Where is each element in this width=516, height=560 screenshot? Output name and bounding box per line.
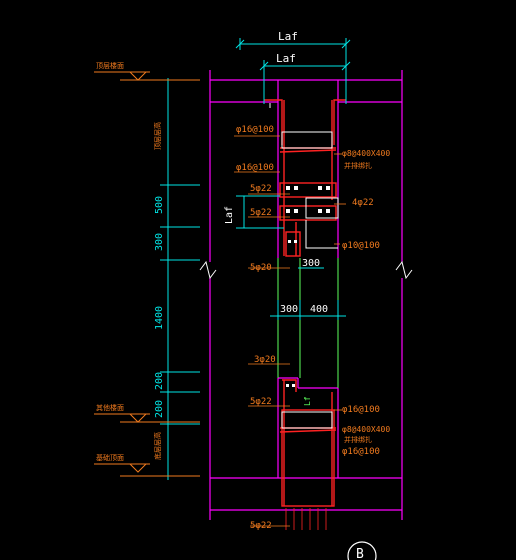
- level-low-tri: [129, 463, 147, 473]
- white-line-mid: [305, 220, 338, 249]
- dim-tick-1: [235, 39, 245, 49]
- rebar-dot: [286, 384, 289, 387]
- dim-tick-4: [341, 61, 351, 71]
- rebar-small-block: [285, 231, 301, 257]
- rebar-dots: [286, 186, 330, 387]
- dim-w300: 300: [280, 304, 298, 315]
- rebar-top-hook-r: [333, 99, 346, 145]
- rebar-dot: [294, 240, 297, 243]
- rebar-note-4: 并排绑扎: [344, 161, 372, 170]
- lf-lower-label: Lf: [303, 396, 312, 406]
- dim-tick-2: [341, 39, 351, 49]
- rebar-stirrup-2: [279, 149, 337, 153]
- dim-top: [235, 38, 351, 104]
- rebar-lower-stirrup-2: [279, 429, 337, 433]
- note-low-elev: 基础顶面: [96, 453, 124, 462]
- rebar-dot: [288, 240, 291, 243]
- rebar-dot: [318, 209, 322, 213]
- rebar-dot: [326, 186, 330, 190]
- dim-500: 500: [154, 196, 165, 214]
- base-hatch: [285, 508, 327, 530]
- rebar-note-8: φ10@100: [342, 241, 380, 251]
- rebar-dot: [286, 186, 290, 190]
- dim-w300b: 300: [302, 258, 320, 269]
- laf-top-label: Laf: [278, 30, 298, 43]
- rebar-note-3: φ8@400X400: [342, 149, 390, 158]
- dim-300a: 300: [154, 233, 165, 251]
- note-top-elev: 顶层楼面: [96, 61, 124, 70]
- laf-side-label: Laf: [224, 206, 235, 224]
- rebar-group: [264, 99, 346, 507]
- break-mark-left: [199, 260, 217, 280]
- rebar-note-1: φ16@100: [236, 125, 274, 135]
- white-box-lower: [281, 411, 333, 429]
- rebar-dot: [294, 186, 298, 190]
- dim-200b: 200: [154, 400, 165, 418]
- rebar-note-15: φ16@100: [342, 447, 380, 457]
- white-details: [269, 103, 339, 429]
- dim-tick-3: [259, 61, 269, 71]
- rebar-note-5: 5φ22: [250, 184, 272, 194]
- rebar-dot: [292, 384, 295, 387]
- rebar-note-7: 4φ22: [352, 198, 374, 208]
- leaders: [234, 135, 346, 527]
- section-mark-circle: [347, 541, 377, 560]
- outline-group: [209, 70, 403, 520]
- rebar-note-12: φ16@100: [342, 405, 380, 415]
- section-mark-label: B: [356, 547, 364, 560]
- white-box-beam: [305, 197, 339, 219]
- rebar-lower-hook: [282, 379, 297, 392]
- dim-1400: 1400: [154, 306, 165, 330]
- rebar-dot: [326, 209, 330, 213]
- dim-200a: 200: [154, 372, 165, 390]
- rebar-note-13: φ8@400X400: [342, 425, 390, 434]
- rebar-note-2: φ16@100: [236, 163, 274, 173]
- note-mid-elev: 其他楼面: [96, 403, 124, 412]
- level-top-tri: [129, 71, 147, 81]
- note-top-height: 顶层层高: [153, 122, 162, 150]
- rebar-lower-frame: [281, 409, 335, 507]
- note-low-height: 底层层高: [153, 432, 162, 460]
- laf-inner-label: Laf: [276, 52, 296, 65]
- dim-left: [160, 78, 284, 480]
- break-mark-right: [395, 260, 413, 280]
- dim-width: [270, 267, 346, 320]
- white-box-top: [281, 131, 333, 149]
- rebar-beam-2: [279, 205, 337, 221]
- rebar-note-14: 并排绑扎: [344, 435, 372, 444]
- rebar-note-9: 5φ20: [250, 263, 272, 273]
- break-marks: [199, 260, 413, 280]
- rebar-note-11: 5φ22: [250, 397, 272, 407]
- rebar-note-10: 3φ20: [254, 355, 276, 365]
- rebar-top-hook: [264, 99, 283, 145]
- level-marks: [94, 71, 200, 477]
- rebar-dot: [318, 186, 322, 190]
- level-mid-tri: [129, 413, 147, 423]
- rebar-dot: [294, 209, 298, 213]
- rebar-dot: [286, 209, 290, 213]
- rebar-beam-1: [279, 182, 337, 198]
- green-lines: [277, 258, 339, 388]
- rebar-note-6: 5φ22: [250, 208, 272, 218]
- dim-w400: 400: [310, 304, 328, 315]
- rebar-note-16: 5φ22: [250, 521, 272, 531]
